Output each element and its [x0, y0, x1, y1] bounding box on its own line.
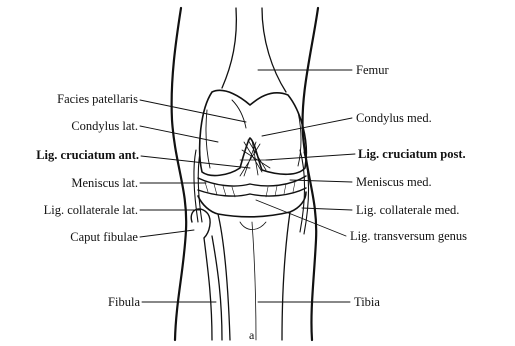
label-caput-fibulae: Caput fibulae	[70, 230, 138, 244]
label-lig-collaterale-med: Lig. collaterale med.	[356, 203, 459, 217]
label-facies-patellaris: Facies patellaris	[57, 92, 138, 106]
cruciate-ligament-fibers	[240, 140, 272, 176]
figure-label: a	[249, 328, 254, 342]
fibula-shaft-right	[212, 236, 222, 340]
label-lig-collaterale-lat: Lig. collaterale lat.	[44, 203, 138, 217]
tibia-tuberosity	[240, 222, 266, 230]
femur-shaft-left	[222, 8, 236, 88]
femoral-condyles-outline	[200, 90, 307, 175]
tibia-crest	[252, 222, 256, 340]
label-lig-cruciatum-ant: Lig. cruciatum ant.	[36, 148, 139, 162]
facies-patellaris-groove	[232, 100, 246, 128]
label-fibula: Fibula	[108, 295, 140, 309]
label-condylus-lat: Condylus lat.	[71, 119, 138, 133]
label-condylus-med: Condylus med.	[356, 111, 432, 125]
tibia-shaft-right	[282, 212, 290, 340]
tibia-shaft-left	[218, 214, 230, 340]
label-femur: Femur	[356, 63, 389, 77]
condylus-lat-contour	[206, 110, 210, 168]
label-meniscus-lat: Meniscus lat.	[71, 176, 138, 190]
femur-shaft-right	[262, 8, 286, 92]
label-lig-transversum-genus: Lig. transversum genus	[350, 229, 467, 243]
meniscus-band-lower	[198, 188, 306, 196]
label-lig-cruciatum-post: Lig. cruciatum post.	[358, 147, 466, 161]
label-tibia: Tibia	[354, 295, 380, 309]
skin-outline-right	[303, 8, 318, 340]
fibula-shaft-left	[204, 238, 212, 340]
skin-outline-left	[172, 8, 187, 340]
label-meniscus-med: Meniscus med.	[356, 175, 432, 189]
